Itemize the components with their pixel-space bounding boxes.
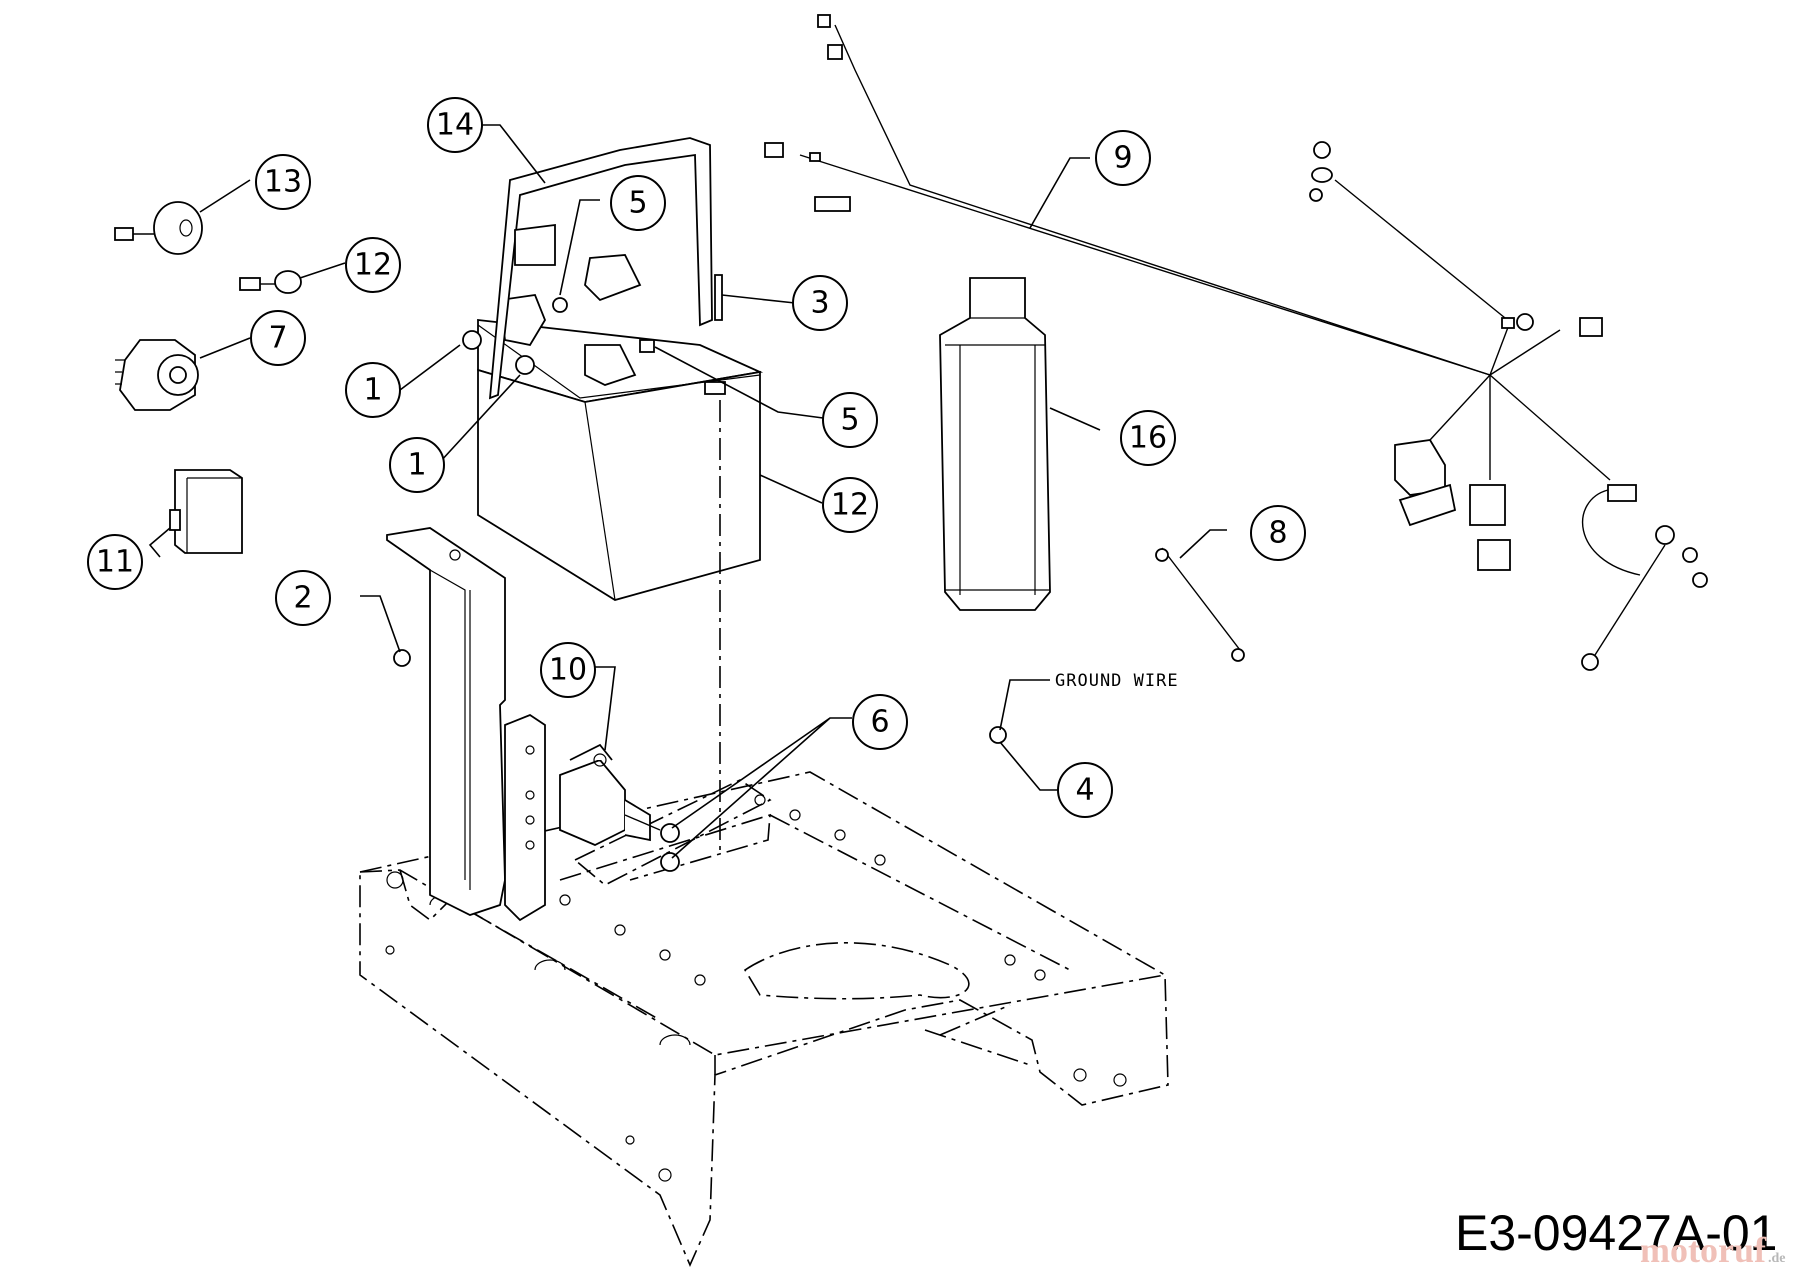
callout-2: 2 (275, 570, 331, 626)
wire-harness-drawing (764, 14, 1708, 671)
callout-9-label: 9 (1113, 141, 1132, 176)
callout-4: 4 (1057, 762, 1113, 818)
hold-down-strap-drawing (488, 137, 713, 400)
callout-1-lower-label: 1 (407, 448, 426, 483)
ignition-switch-drawing (115, 339, 199, 411)
callout-10: 10 (540, 642, 596, 698)
callout-11-label: 11 (96, 545, 134, 580)
callout-1-upper: 1 (345, 362, 401, 418)
battery-bracket-drawing (386, 527, 546, 922)
solenoid-drawing (559, 743, 661, 846)
callout-1-upper-label: 1 (363, 373, 382, 408)
hardware-drawing (393, 274, 1007, 872)
callout-7-label: 7 (268, 321, 287, 356)
callout-2-label: 2 (293, 581, 312, 616)
callout-13: 12 (345, 237, 401, 293)
callout-9: 9 (1095, 130, 1151, 186)
watermark: motoruf .de (1640, 1230, 1786, 1270)
oil-bottle-drawing (939, 277, 1051, 611)
frame-drawing (359, 771, 1169, 1267)
callout-8-label: 8 (1268, 516, 1287, 551)
switch-drawing (169, 469, 243, 554)
ignition-key-drawing (239, 270, 302, 294)
callout-11: 11 (87, 534, 143, 590)
callout-16-label: 16 (1129, 421, 1167, 456)
callout-12: 12 (822, 477, 878, 533)
ground-wire-label: GROUND WIRE (1055, 671, 1179, 691)
callout-4-label: 4 (1075, 773, 1094, 808)
callout-15-label: 14 (436, 108, 474, 143)
callout-3: 3 (792, 275, 848, 331)
drawing-code: E3-09427A-01 (1455, 1205, 1777, 1261)
plug-drawing (114, 201, 203, 255)
battery-drawing (477, 294, 764, 850)
callout-5-upper: 5 (610, 175, 666, 231)
callout-13-label: 12 (354, 248, 392, 283)
ground-wire-drawing (1155, 547, 1245, 662)
callout-1-lower: 1 (389, 437, 445, 493)
leader-lines (148, 124, 1227, 859)
watermark-main: motoruf (1640, 1230, 1767, 1270)
callout-5-upper-label: 5 (628, 186, 647, 221)
callout-6-label: 6 (870, 705, 889, 740)
watermark-suffix: .de (1768, 1251, 1786, 1266)
callout-7: 7 (250, 310, 306, 366)
callout-5-lower: 5 (822, 392, 878, 448)
callout-16: 16 (1120, 410, 1176, 466)
callout-3-label: 3 (810, 286, 829, 321)
callout-8: 8 (1250, 505, 1306, 561)
callout-5-lower-label: 5 (840, 403, 859, 438)
callout-6: 6 (852, 694, 908, 750)
callout-10-label: 10 (549, 653, 587, 688)
callout-15: 14 (427, 97, 483, 153)
callout-14: 13 (255, 154, 311, 210)
callout-14-label: 13 (264, 165, 302, 200)
callout-12-label: 12 (831, 488, 869, 523)
